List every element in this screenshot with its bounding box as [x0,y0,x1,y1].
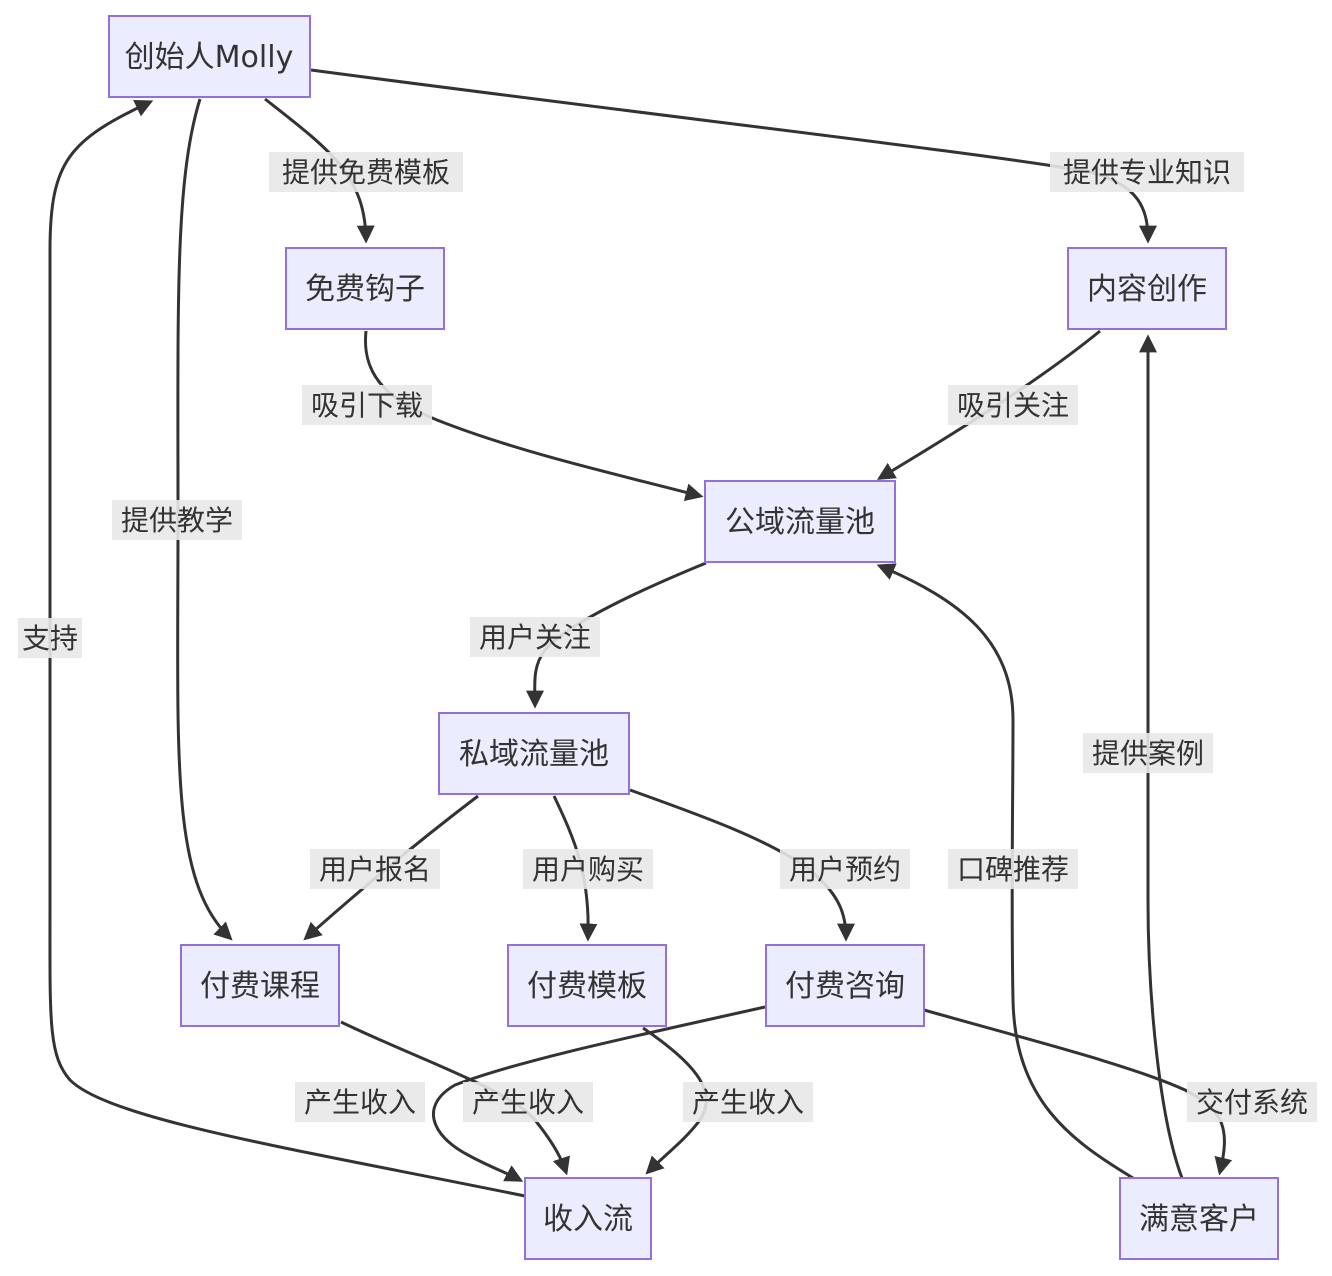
node-paid-template[interactable]: 付费模板 [507,944,667,1027]
edge-label-support: 支持 [18,618,82,658]
svg-text:内容创作: 内容创作 [1087,272,1207,307]
svg-text:支持: 支持 [22,622,78,655]
svg-text:口碑推荐: 口碑推荐 [957,853,1069,886]
node-public-pool[interactable]: 公域流量池 [704,480,896,563]
edge-label-income-template: 产生收入 [683,1082,813,1122]
svg-text:用户关注: 用户关注 [479,621,591,654]
svg-text:交付系统: 交付系统 [1196,1086,1308,1119]
edge-label-delivery: 交付系统 [1187,1082,1317,1122]
node-paid-consult[interactable]: 付费咨询 [765,944,925,1027]
edge-label-teaching: 提供教学 [112,500,242,540]
svg-text:提供教学: 提供教学 [121,504,233,537]
svg-text:付费课程: 付费课程 [200,969,320,1004]
svg-text:创始人Molly: 创始人Molly [125,40,294,75]
node-private-pool[interactable]: 私域流量池 [438,712,630,795]
svg-text:产生收入: 产生收入 [692,1086,804,1119]
edge-paid-consult-to-happy-client [923,1008,1233,1176]
node-paid-course[interactable]: 付费课程 [180,944,340,1027]
svg-text:免费钩子: 免费钩子 [305,272,425,307]
edge-label-expertise: 提供专业知识 [1050,152,1244,192]
svg-text:公域流量池: 公域流量池 [725,505,875,540]
svg-text:收入流: 收入流 [543,1202,633,1237]
svg-text:用户报名: 用户报名 [319,853,431,886]
svg-text:产生收入: 产生收入 [472,1086,584,1119]
edges [48,68,1233,1198]
edge-label-income-consult: 产生收入 [295,1082,425,1122]
svg-text:满意客户: 满意客户 [1139,1202,1259,1237]
node-founder[interactable]: 创始人Molly [108,15,311,98]
svg-text:用户购买: 用户购买 [532,853,644,886]
edge-label-income-course: 产生收入 [463,1082,593,1122]
edge-label-free-templates: 提供免费模板 [269,152,463,192]
svg-text:付费模板: 付费模板 [527,969,647,1004]
svg-text:提供免费模板: 提供免费模板 [282,156,450,189]
edge-happy-client-to-content [1139,334,1184,1179]
edge-label-cases: 提供案例 [1083,733,1213,773]
edge-label-signup: 用户报名 [310,849,440,889]
svg-text:吸引下载: 吸引下载 [311,389,423,422]
edge-label-download: 吸引下载 [302,385,432,425]
node-free-hook[interactable]: 免费钩子 [285,247,445,330]
edge-label-follow-attract: 吸引关注 [948,385,1078,425]
edge-label-book: 用户预约 [780,849,910,889]
svg-text:付费咨询: 付费咨询 [785,969,905,1004]
edge-labels: 提供免费模板 提供专业知识 提供教学 吸引下载 吸引关注 用户关注 用户报名 [18,152,1317,1122]
nodes: 创始人Molly 免费钩子 内容创作 公域流量池 私域流量池 付费课程 付费模板 [108,15,1279,1260]
svg-text:产生收入: 产生收入 [304,1086,416,1119]
edge-label-user-follow: 用户关注 [470,617,600,657]
edge-label-word-of-mouth: 口碑推荐 [948,849,1078,889]
svg-text:提供案例: 提供案例 [1092,737,1204,770]
node-happy-client[interactable]: 满意客户 [1119,1177,1279,1260]
node-income-stream[interactable]: 收入流 [524,1177,652,1260]
svg-text:用户预约: 用户预约 [789,853,901,886]
svg-text:吸引关注: 吸引关注 [957,389,1069,422]
edge-income-to-founder [48,100,526,1198]
svg-text:私域流量池: 私域流量池 [459,737,609,772]
node-content-creation[interactable]: 内容创作 [1067,247,1227,330]
edge-founder-to-content [310,68,1157,244]
svg-text:提供专业知识: 提供专业知识 [1063,156,1231,189]
edge-paid-consult-to-income [432,1005,766,1182]
edge-free-hook-to-public-pool [363,330,704,502]
edge-label-buy: 用户购买 [523,849,653,889]
